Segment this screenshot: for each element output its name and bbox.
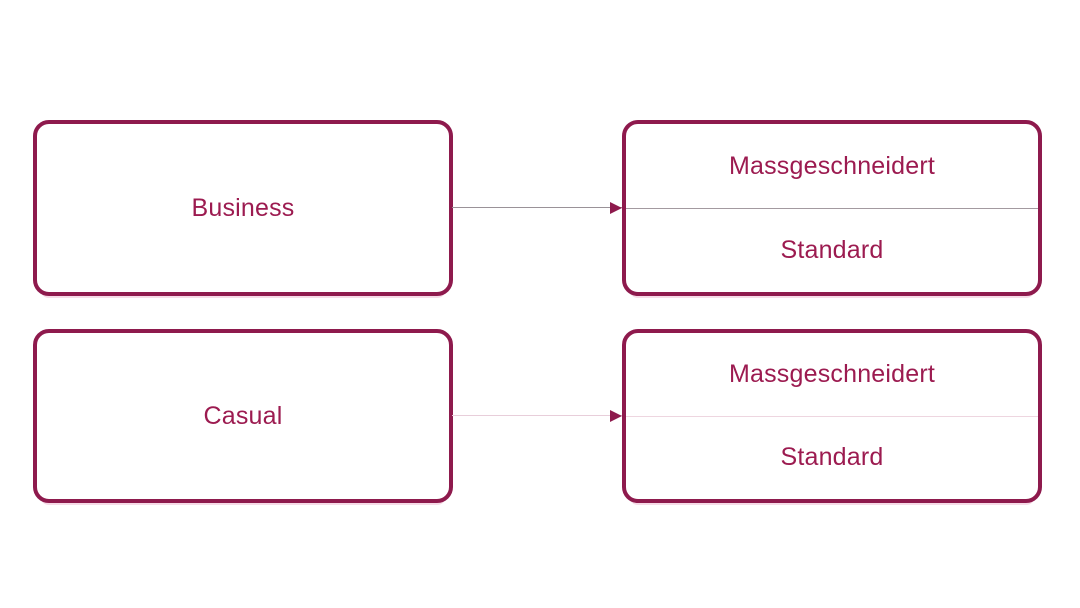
target-node-casual-options: Massgeschneidert Standard bbox=[622, 329, 1042, 503]
connector-business-arrow bbox=[452, 201, 622, 214]
target-bottom-label: Standard bbox=[780, 443, 884, 471]
target-top-label: Massgeschneidert bbox=[728, 360, 936, 388]
target-top-section: Massgeschneidert bbox=[626, 124, 1038, 208]
target-divider-line bbox=[626, 208, 1038, 209]
target-bottom-section: Standard bbox=[626, 416, 1038, 499]
source-node-business: Business bbox=[33, 120, 453, 296]
source-node-casual: Casual bbox=[33, 329, 453, 503]
target-bottom-section: Standard bbox=[626, 208, 1038, 292]
target-node-business-options: Massgeschneidert Standard bbox=[622, 120, 1042, 296]
target-top-label: Massgeschneidert bbox=[728, 151, 936, 180]
arrowhead-right-icon bbox=[610, 201, 622, 214]
arrowhead-right-icon bbox=[610, 409, 622, 422]
target-top-section: Massgeschneidert bbox=[626, 333, 1038, 416]
source-node-casual-label: Casual bbox=[203, 401, 283, 430]
target-divider-line bbox=[626, 416, 1038, 417]
connector-casual-arrow bbox=[452, 409, 622, 422]
target-bottom-label: Standard bbox=[780, 235, 884, 264]
source-node-business-label: Business bbox=[191, 193, 295, 222]
